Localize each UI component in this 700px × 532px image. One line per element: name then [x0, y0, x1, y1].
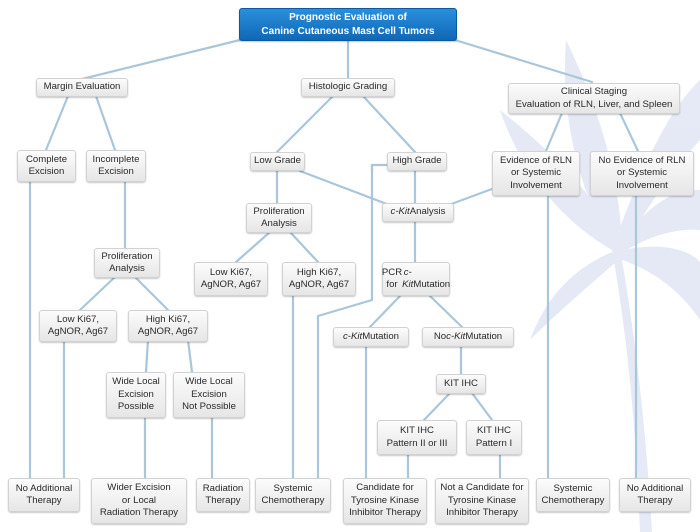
- ckit-analysis-em: c-Kit: [390, 206, 410, 218]
- complete-excision-node: Complete Excision: [17, 150, 76, 182]
- connector: [94, 94, 117, 152]
- no-additional-therapy-left-node: No Additional Therapy: [8, 478, 80, 512]
- ckit-mutation-node: c-Kit Mutation: [333, 327, 409, 347]
- proliferation-analysis-mid-node: Proliferation Analysis: [246, 203, 312, 233]
- wider-excision-node: Wider Excision or Local Radiation Therap…: [91, 478, 187, 524]
- proliferation-analysis-left-node: Proliferation Analysis: [94, 248, 160, 278]
- connector: [544, 111, 564, 153]
- title-line-2: Canine Cutaneous Mast Cell Tumors: [261, 25, 435, 37]
- connector: [422, 391, 452, 422]
- systemic-chemo-mid-node: Systemic Chemotherapy: [255, 478, 331, 512]
- kit-ihc-node: KIT IHC: [436, 374, 486, 394]
- low-ki67-left-node: Low Ki67, AgNOR, Ag67: [39, 310, 117, 342]
- no-ckit-mutation-post: Mutation: [465, 330, 503, 342]
- wide-local-not-possible-node: Wide Local Excision Not Possible: [173, 372, 245, 418]
- histologic-grading-node: Histologic Grading: [301, 78, 395, 97]
- connector: [133, 275, 170, 312]
- clinical-staging-node: Clinical Staging Evaluation of RLN, Live…: [508, 83, 680, 114]
- radiation-therapy-node: Radiation Therapy: [196, 478, 250, 512]
- kit-ihc-pattern-1-node: KIT IHC Pattern I: [466, 420, 522, 455]
- low-grade-node: Low Grade: [250, 152, 305, 171]
- connector: [298, 169, 394, 208]
- candidate-tki-node: Candidate for Tyrosine Kinase Inhibitor …: [343, 478, 427, 524]
- connector: [78, 275, 117, 312]
- kit-ihc-pattern-2-3-node: KIT IHC Pattern II or III: [377, 420, 457, 455]
- connector: [80, 38, 242, 81]
- evidence-rln-node: Evidence of RLN or Systemic Involvement: [492, 151, 580, 196]
- wide-local-possible-node: Wide Local Excision Possible: [106, 372, 166, 418]
- low-ki67-mid-node: Low Ki67, AgNOR, Ag67: [194, 262, 268, 296]
- connector: [144, 338, 150, 374]
- no-evidence-rln-node: No Evidence of RLN or Systemic Involveme…: [590, 151, 694, 196]
- connector: [428, 294, 464, 329]
- connector: [470, 391, 494, 422]
- systemic-chemo-right-node: Systemic Chemotherapy: [536, 478, 610, 512]
- high-grade-node: High Grade: [387, 152, 447, 171]
- connector: [186, 338, 194, 374]
- incomplete-excision-node: Incomplete Excision: [86, 150, 146, 182]
- margin-evaluation-node: Margin Evaluation: [36, 78, 128, 97]
- connector: [288, 230, 320, 264]
- connector: [361, 94, 417, 154]
- pcr-ckit-node: PCR for c-Kit Mutation: [382, 262, 450, 296]
- ckit-mutation-post: Mutation: [362, 330, 399, 342]
- no-ckit-mutation-pre: No: [433, 330, 447, 342]
- high-ki67-mid-node: High Ki67, AgNOR, Ag67: [282, 262, 356, 296]
- not-candidate-tki-node: Not a Candidate for Tyrosine Kinase Inhi…: [435, 478, 529, 524]
- diagram-title: Prognostic Evaluation of Canine Cutaneou…: [239, 8, 457, 41]
- title-line-1: Prognostic Evaluation of: [289, 11, 407, 23]
- ckit-analysis-node: c-Kit Analysis: [382, 203, 454, 222]
- pcr-ckit-em: c-Kit: [402, 266, 414, 291]
- no-additional-therapy-right-node: No Additional Therapy: [619, 478, 691, 512]
- ckit-mutation-em: c-Kit: [343, 330, 363, 342]
- high-ki67-left-node: High Ki67, AgNOR, Ag67: [128, 310, 208, 342]
- connector: [275, 94, 335, 154]
- ckit-analysis-post: Analysis: [409, 206, 446, 218]
- connector: [618, 111, 640, 153]
- connector: [444, 184, 502, 208]
- pcr-ckit-post: Mutation: [413, 279, 451, 290]
- connector: [234, 230, 272, 264]
- pcr-ckit-pre: PCR for: [381, 266, 403, 291]
- no-ckit-mutation-node: No c-Kit Mutation: [422, 327, 514, 347]
- connector: [44, 94, 70, 152]
- no-ckit-mutation-em: c-Kit: [446, 330, 466, 342]
- connector: [453, 38, 594, 84]
- connector: [368, 294, 402, 329]
- connector: [316, 298, 374, 318]
